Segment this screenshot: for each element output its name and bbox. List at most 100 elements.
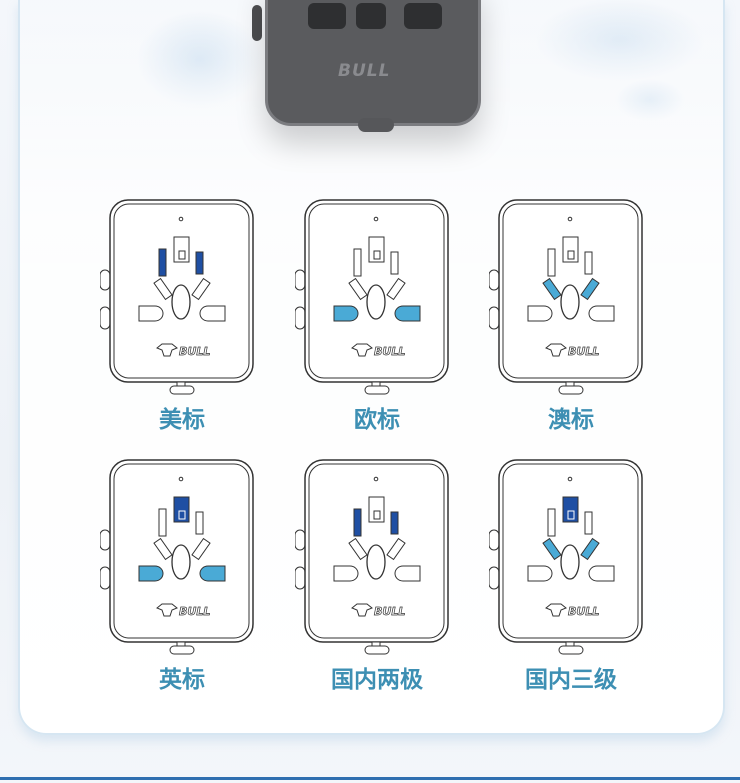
slot-right-round [588,305,615,322]
slot-left-angled [153,537,173,561]
brand-logo-text: BULL [374,345,405,358]
bottom-knob-stem [176,381,186,387]
slot-left-flat [158,248,167,277]
bottom-knob [169,645,195,655]
bottom-knob [364,385,390,395]
adapter-diagram: BULL [295,199,449,395]
bottom-knob-stem [565,641,575,647]
side-button [295,269,306,291]
side-button [100,269,111,291]
brand-logo-text: BULL [179,345,210,358]
slot-right-angled [386,277,406,301]
slot-right-angled [191,537,211,561]
slot-top-inner [567,510,575,520]
slot-right-round [394,305,421,322]
adapter-diagram: BULL [489,459,643,655]
slot-right-angled [191,277,211,301]
side-button [295,566,306,590]
slot-right-flat [584,511,593,535]
bottom-knob-stem [176,641,186,647]
slot-center-oval [366,544,386,580]
slot-center-oval [171,284,191,320]
bottom-divider [0,777,740,780]
slot-right-round [394,565,421,582]
side-button [295,529,306,551]
device-bottom-slider [358,118,394,132]
adapter-diagram: BULL [100,459,254,655]
plug-standard-label: 英标 [159,667,205,693]
adapter-diagram: BULL [489,199,643,395]
adapter-inner-outline [113,463,250,639]
slot-top-ground [562,496,579,523]
adapter-product-photo: BULL [265,0,481,126]
slot-top-inner [178,510,186,520]
indicator-dot [567,216,573,222]
slot-center-oval [560,284,580,320]
plug-standard-card: BULL 国内三级 [489,455,659,695]
bull-logo-icon [351,343,373,357]
plug-standard-card: BULL 英标 [100,455,270,695]
plug-standard-card: BULL 美标 [100,195,270,435]
slot-left-round [333,565,359,582]
slot-right-angled [386,537,406,561]
plug-standard-card: BULL 澳标 [489,195,659,435]
slot-left-flat [158,508,167,537]
slot-top-inner [178,250,186,260]
slot-right-round [588,565,615,582]
slot-top-inner [373,250,381,260]
bottom-knob [558,385,584,395]
slot-left-angled [348,277,368,301]
bottom-knob-stem [371,641,381,647]
slot-left-angled [348,537,368,561]
plug-standard-card: BULL 国内两极 [295,455,465,695]
slot-left-angled [542,277,562,301]
plug-standard-label: 国内两极 [331,667,423,693]
adapter-diagram: BULL [100,199,254,395]
slot-top-ground [368,236,385,263]
bottom-knob [169,385,195,395]
side-button [100,566,111,590]
bull-logo-icon [156,343,178,357]
bull-logo-icon [545,343,567,357]
slot-right-flat [584,251,593,275]
slot-center-oval [171,544,191,580]
slot-left-round [138,305,164,322]
brand-logo-text: BULL [179,605,210,618]
indicator-dot [178,216,184,222]
slot-right-angled [580,537,600,561]
plug-standard-label: 美标 [159,407,205,433]
bull-logo-icon [545,603,567,617]
socket-hole [356,3,386,29]
side-button [489,269,500,291]
socket-hole [404,3,442,29]
slot-left-round [527,305,553,322]
slot-left-flat [547,248,556,277]
slot-right-angled [580,277,600,301]
side-button [489,306,500,330]
slot-center-oval [560,544,580,580]
plug-standard-label: 澳标 [548,407,594,433]
brand-logo: BULL [338,61,391,81]
indicator-dot [373,476,379,482]
slot-left-flat [547,508,556,537]
indicator-dot [178,476,184,482]
side-button [100,529,111,551]
bottom-knob [364,645,390,655]
bull-logo-icon [351,603,373,617]
plug-standard-label: 欧标 [354,407,400,433]
device-side-slider [252,5,262,41]
brand-logo-text: BULL [568,605,599,618]
slot-top-ground [173,236,190,263]
slot-left-angled [542,537,562,561]
slot-right-round [199,565,226,582]
side-button [489,566,500,590]
adapter-inner-outline [502,203,639,379]
slot-right-flat [390,251,399,275]
slot-right-flat [195,251,204,275]
slot-left-round [138,565,164,582]
slot-right-flat [390,511,399,535]
indicator-dot [373,216,379,222]
slot-left-flat [353,508,362,537]
slot-top-inner [373,510,381,520]
brand-logo-text: BULL [374,605,405,618]
